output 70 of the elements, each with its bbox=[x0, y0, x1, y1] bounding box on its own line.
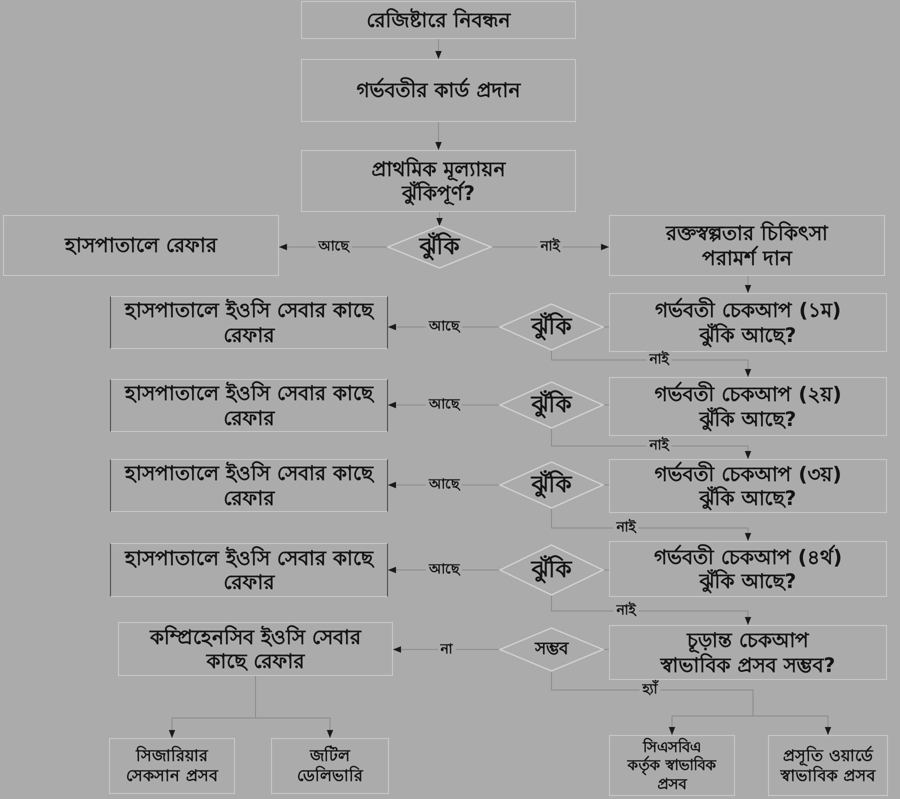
process-box bbox=[609, 541, 887, 597]
step-text: প্রসূতি ওয়ার্ডে স্বাভাবিক প্রসব bbox=[780, 746, 876, 786]
decision-diamond bbox=[500, 545, 603, 595]
arrow bbox=[435, 38, 442, 60]
arrow bbox=[551, 428, 752, 460]
decision-text: ঝুঁকি bbox=[532, 470, 572, 500]
step-text: সিএসবিএ কর্তৃক স্বাভাবিক প্রসব bbox=[627, 738, 717, 793]
step-text: হাসপাতালে ইওসি সেবার কাছে রেফার bbox=[125, 298, 373, 347]
arrow bbox=[551, 594, 752, 626]
step-text: রেজিষ্টারে নিবন্ধন bbox=[366, 8, 510, 32]
process-box bbox=[118, 622, 393, 676]
process-box bbox=[301, 1, 576, 39]
process-box bbox=[609, 735, 735, 796]
arrow bbox=[744, 276, 752, 294]
decision-text: ঝুঁকি bbox=[420, 232, 460, 262]
arrow bbox=[551, 350, 752, 378]
process-box bbox=[3, 215, 279, 276]
decision-text: সম্ভব bbox=[535, 639, 568, 660]
process-box bbox=[301, 59, 576, 122]
edge-label: নাই bbox=[646, 438, 672, 454]
edge-label: আছে bbox=[426, 396, 462, 414]
step-text: হাসপাতালে ইওসি সেবার কাছে রেফার bbox=[125, 381, 373, 430]
step-text: প্রাথমিক মূল্যায়ন ঝুঁকিপূর্ণ? bbox=[372, 156, 506, 206]
arrow bbox=[435, 122, 442, 150]
decision-diamond bbox=[500, 462, 603, 508]
arrow bbox=[392, 646, 500, 653]
step-text: রক্তস্বল্পতার চিকিৎসা পরামর্শ দান bbox=[666, 221, 828, 270]
edge-label: আছে bbox=[426, 318, 462, 336]
step-text: গর্ভবতী চেকআপ (২য়) ঝুঁকি আছে? bbox=[654, 382, 842, 431]
edge-label: আছে bbox=[426, 562, 462, 578]
edge-label: আছে bbox=[426, 476, 462, 494]
edge-label: নাই bbox=[614, 602, 638, 620]
decision-diamond bbox=[500, 382, 603, 428]
step-text: হাসপাতালে ইওসি সেবার কাছে রেফার bbox=[125, 546, 373, 594]
step-text: গর্ভবতী চেকআপ (৪র্থ) ঝুঁকি আছে? bbox=[654, 544, 842, 594]
edge-label: হ্যাঁ bbox=[640, 682, 660, 698]
step-text: গর্ভবতীর কার্ড প্রদান bbox=[356, 78, 520, 103]
step-text: চূড়ান্ত চেকআপ স্বাভাবিক প্রসব সম্ভব? bbox=[660, 628, 836, 677]
step-text: গর্ভবতী চেকআপ (৩য়) ঝুঁকি আছে? bbox=[654, 462, 842, 510]
decision-text: ঝুঁকি bbox=[532, 312, 572, 342]
process-box bbox=[609, 377, 887, 436]
decision-text: ঝুঁকি bbox=[532, 390, 572, 420]
edge-label: আছে bbox=[316, 238, 352, 256]
edge-label: নাই bbox=[614, 520, 638, 536]
decision-diamond bbox=[500, 304, 603, 350]
step-text: হাসপাতালে রেফার bbox=[65, 233, 217, 258]
process-box bbox=[110, 296, 388, 349]
step-text: হাসপাতালে ইওসি সেবার কাছে রেফার bbox=[125, 461, 373, 510]
process-box bbox=[609, 459, 887, 513]
process-box bbox=[609, 293, 887, 352]
arrow bbox=[436, 212, 443, 226]
decision-text: ঝুঁকি bbox=[532, 556, 572, 584]
arrow bbox=[551, 508, 752, 542]
decision-diamond bbox=[388, 226, 491, 268]
process-box bbox=[271, 738, 389, 794]
process-box bbox=[609, 215, 885, 276]
process-box bbox=[301, 150, 576, 212]
process-box bbox=[109, 738, 235, 794]
step-text: সিজারিয়ার সেকসান প্রসব bbox=[126, 746, 218, 786]
process-box bbox=[110, 379, 388, 432]
edge-label: নাই bbox=[538, 238, 562, 256]
step-text: জটিল ডেলিভারি bbox=[297, 746, 363, 786]
process-box bbox=[110, 459, 388, 512]
decision-diamond bbox=[500, 628, 603, 671]
process-box bbox=[768, 735, 888, 796]
process-box bbox=[110, 543, 388, 597]
process-box bbox=[609, 625, 887, 680]
edge-label: নাই bbox=[646, 352, 672, 368]
step-text: কম্প্রিহেনসিব ইওসি সেবার কাছে রেফার bbox=[150, 624, 361, 674]
step-text: গর্ভবতী চেকআপ (১ম) ঝুঁকি আছে? bbox=[654, 298, 842, 347]
